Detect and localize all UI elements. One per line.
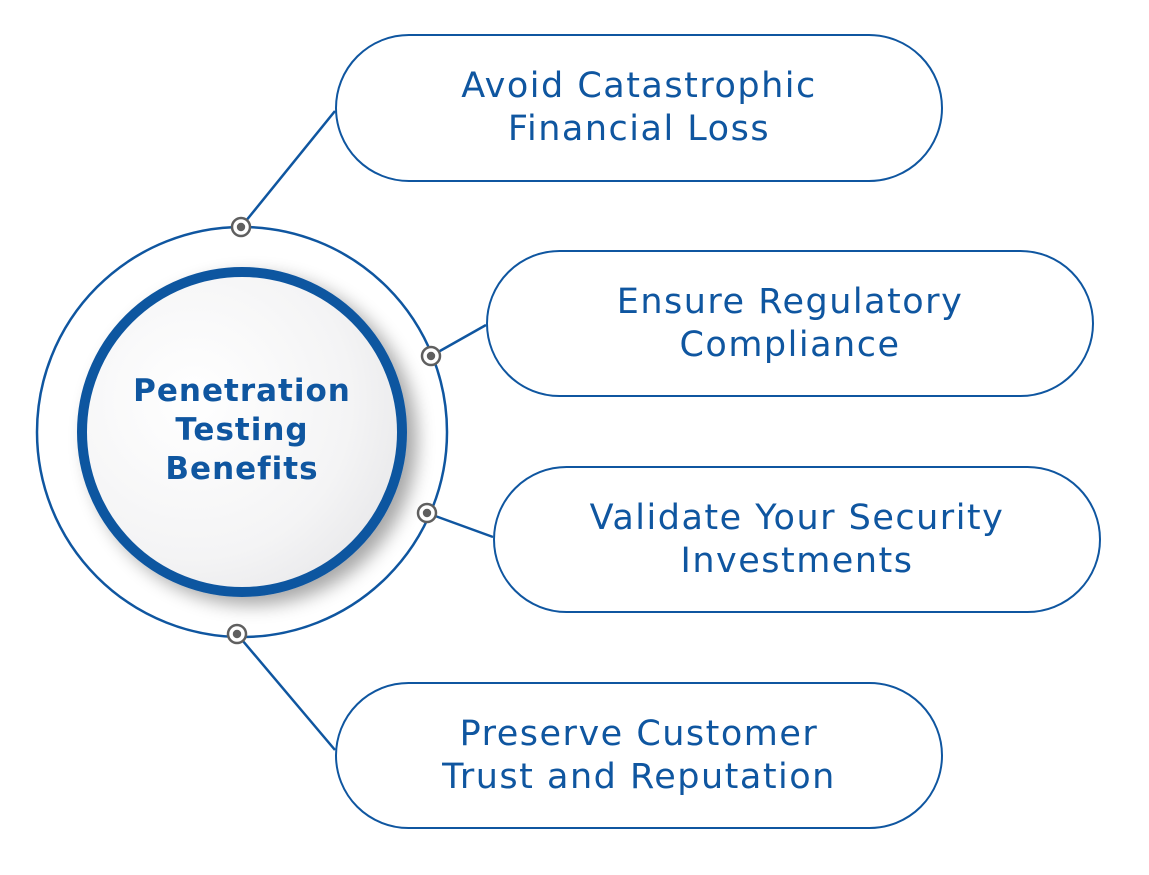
benefit-label: Preserve Customer Trust and Reputation [442,713,836,799]
connector-node-3 [226,623,248,645]
benefit-label-line: Validate Your Security [589,497,1005,538]
benefit-pill-regulatory-compliance[interactable]: Ensure Regulatory Compliance [486,250,1094,397]
center-title-line: Penetration [133,373,351,409]
benefit-label-line: Preserve Customer [459,713,819,754]
center-title: Penetration Testing Benefits [92,372,392,489]
benefit-pill-preserve-customer-trust[interactable]: Preserve Customer Trust and Reputation [335,682,943,829]
connector-node-2 [416,502,438,524]
benefit-pill-validate-security-investments[interactable]: Validate Your Security Investments [493,466,1101,613]
center-title-line: Testing [175,412,309,448]
benefit-label-line: Trust and Reputation [442,756,836,797]
center-hub [77,267,407,597]
connector-line-3 [236,633,336,751]
benefit-label: Ensure Regulatory Compliance [617,281,964,367]
benefit-label-line: Compliance [679,324,901,365]
connector-line-0 [240,110,336,228]
center-title-line: Benefits [165,451,319,487]
benefit-label: Avoid Catastrophic Financial Loss [461,65,817,151]
benefit-label-line: Avoid Catastrophic [461,66,817,106]
benefit-label-line: Ensure Regulatory [616,281,964,322]
connector-line-2 [426,511,494,539]
benefit-label: Validate Your Security Investments [590,497,1005,583]
benefit-label-line: Investments [680,540,914,581]
center-hub-fill [82,272,402,592]
center-hub-ring [77,267,407,597]
benefit-pill-avoid-financial-loss[interactable]: Avoid Catastrophic Financial Loss [335,34,943,182]
connector-node-0 [230,216,252,238]
connector-line-1 [430,323,487,358]
benefit-label-line: Financial Loss [507,109,771,149]
connector-node-1 [420,345,442,367]
